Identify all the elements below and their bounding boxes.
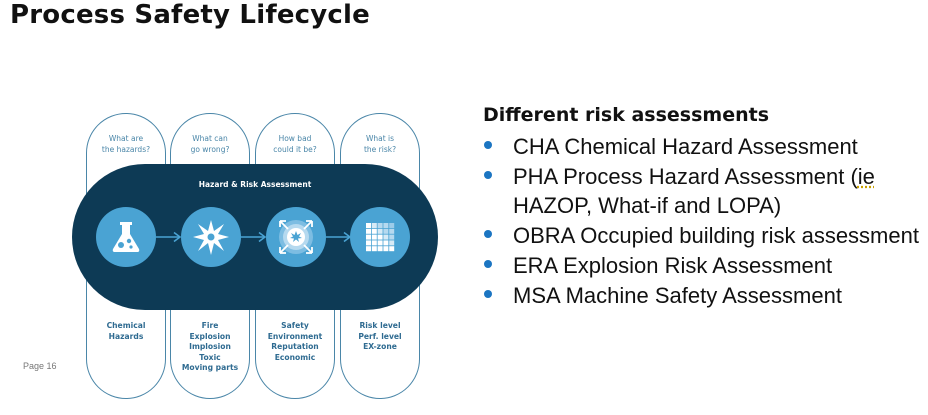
column-answers: Chemical Hazards [85,321,167,342]
matrix-cell [377,234,383,240]
question-line: go wrong? [190,145,230,154]
column-question: What are the hazards? [86,133,166,155]
matrix-cell [389,240,395,246]
answer-line: Toxic [199,352,221,362]
matrix-cell [371,246,377,252]
list-item-text: OBRA Occupied building risk assessment [513,223,919,248]
column-question: What is the risk? [340,133,420,155]
bullet-icon [484,230,492,238]
matrix-cell [389,234,395,240]
matrix-cell [366,246,371,252]
risk-matrix-icon [350,207,410,267]
bullet-icon [484,171,492,179]
panel-heading: Different risk assessments [483,104,770,126]
matrix-cell [383,240,389,246]
matrix-cell [377,246,383,252]
answer-line: Chemical [106,321,146,330]
list-item: PHA Process Hazard Assessment (ie HAZOP,… [483,162,928,220]
impact-radius-icon [266,207,326,267]
matrix-cell [371,228,377,234]
answer-line: Safety [281,321,309,330]
column-question: What can go wrong? [170,133,250,155]
answer-line: EX-zone [363,342,397,352]
matrix-cell [383,228,389,234]
question-line: What is [365,134,395,143]
column-answers: Risk level Perf. level EX-zone [339,321,421,353]
explosion-burst-icon [181,207,241,267]
matrix-cell [366,234,371,240]
answer-line: Hazards [108,331,144,341]
answer-line: Environment [267,331,323,341]
matrix-cell [377,228,383,234]
arrow-right-icon [156,231,182,243]
list-item: CHA Chemical Hazard Assessment [483,132,928,161]
page-number: Page 16 [23,361,57,371]
matrix-cell [371,240,377,246]
bullet-icon [484,260,492,268]
question-line: What can [192,134,228,143]
column-question: How bad could it be? [255,133,335,155]
question-line: the hazards? [101,145,151,154]
matrix-cell [366,223,371,228]
answer-line: Economic [274,352,316,362]
answer-line: Implosion [189,342,231,352]
process-safety-diagram: What are the hazards? What can go wrong?… [0,0,460,415]
band-title: Hazard & Risk Assessment [198,180,312,189]
matrix-cell [377,240,383,246]
matrix-cell [366,228,371,234]
question-line: What are [108,134,144,143]
bullet-icon [484,290,492,298]
list-item-text: CHA Chemical Hazard Assessment [513,134,858,159]
matrix-cell [371,234,377,240]
slide-title: Process Safety Lifecycle [10,0,370,30]
matrix-cell [389,223,395,228]
matrix-cell [383,246,389,252]
matrix-cell [371,223,377,228]
column-answers: Fire Explosion Implosion Toxic Moving pa… [169,321,251,374]
matrix-cell [389,246,395,252]
bullet-icon [484,141,492,149]
question-line: How bad [278,134,312,143]
answer-line: Fire [201,321,219,330]
spellcheck-flagged-word[interactable]: ie [857,164,875,189]
question-line: could it be? [273,145,317,154]
flask-icon [96,207,156,267]
column-answers: Safety Environment Reputation Economic [254,321,336,363]
list-item: OBRA Occupied building risk assessment [483,221,928,250]
list-item-text: ERA Explosion Risk Assessment [513,253,833,278]
answer-line: Explosion [189,331,231,341]
assessment-list: CHA Chemical Hazard Assessment PHA Proce… [483,132,928,310]
matrix-cell [383,223,389,228]
list-item-text: PHA Process Hazard Assessment ( [513,164,858,189]
risk-assessments-panel: Different risk assessments CHA Chemical … [483,104,928,311]
answer-line: Perf. level [358,331,402,341]
arrow-right-icon [241,231,267,243]
arrow-right-icon [326,231,352,243]
list-item-text: MSA Machine Safety Assessment [513,283,842,308]
answer-line: Risk level [359,321,401,330]
list-item-text: HAZOP, What-if and LOPA) [513,193,782,218]
matrix-cell [377,223,383,228]
list-item: ERA Explosion Risk Assessment [483,251,928,280]
matrix-cell [366,240,371,246]
answer-line: Reputation [271,342,319,352]
list-item: MSA Machine Safety Assessment [483,281,928,310]
question-line: the risk? [363,145,397,154]
matrix-cell [389,228,395,234]
matrix-cell [383,234,389,240]
answer-line: Moving parts [181,363,239,373]
